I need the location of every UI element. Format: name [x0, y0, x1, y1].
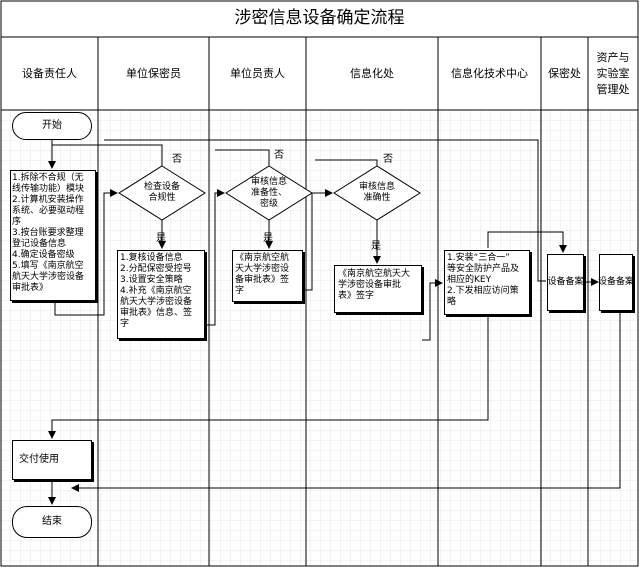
officer-step-line: 4.补充《南京航空	[120, 286, 192, 296]
arrow-owner-to-officer-check	[54, 189, 118, 316]
decision-text-line: 合规性	[148, 193, 176, 203]
it-dept-sign-box: 《南京航空航天大学涉密设备审批表》签字	[334, 265, 422, 313]
owner-step-line: 1.拆除不合规（无	[12, 173, 84, 183]
it-dept-sign-line: 学涉密设备审批	[338, 280, 402, 290]
grid-background	[1, 110, 638, 566]
lane-header-asset: 资产与 实验室 管理处	[596, 51, 630, 96]
decision-text-line: 准确性	[363, 193, 391, 203]
decision-text-line: 检查设备	[143, 182, 180, 192]
lane-header-secrecy: 保密处	[548, 67, 581, 80]
page-title: 涉密信息设备确定流程	[234, 8, 405, 28]
officer-step-line: 2.分配保密受控号	[120, 264, 192, 274]
owner-step-line: 线传输功能）模块	[12, 184, 85, 194]
owner-step-line: 3.按台账要求整理	[12, 228, 84, 238]
arrow-officer-no	[52, 144, 163, 166]
arrow-head-no	[215, 149, 270, 166]
unit-head-sign-line: 备审批表》签	[235, 275, 290, 285]
arrow-tech-to-deliver	[48, 315, 489, 439]
no-label-officer: 否	[172, 154, 182, 165]
arrow-tech-to-secrecy	[487, 231, 567, 253]
decision-text-line: 审核信息	[358, 182, 395, 192]
arrow-it-to-tech	[422, 279, 443, 341]
unit-head-sign-line: 天大学涉密设	[235, 264, 290, 274]
tech-center-step-line: 等安全防护产品及	[447, 264, 520, 274]
officer-step-line: 3.设置安全策略	[120, 275, 183, 285]
tech-center-step-line: 2.下发相应访问策	[447, 286, 519, 296]
yes-label-officer: 是	[156, 233, 166, 244]
yes-label-it: 是	[371, 241, 381, 252]
loop-line-top	[104, 139, 546, 282]
tech-center-step-line: 略	[447, 297, 457, 307]
arrow-head-to-it	[303, 189, 333, 291]
lane-header-it-dept: 信息化处	[350, 67, 394, 80]
end-terminal: 结束	[12, 506, 92, 538]
officer-step-line: 1.复核设备信息	[120, 253, 183, 263]
asset-record-line: 设备	[597, 277, 616, 287]
owner-step-line: 系统、必要驱动程	[12, 206, 85, 216]
owner-step-line: 登记设备信息	[12, 239, 67, 249]
lane-header-officer: 单位保密员	[126, 67, 181, 80]
arrow-it-no	[315, 159, 378, 166]
owner-step-line: 5.填写《南京航空	[12, 261, 84, 271]
owner-step-line: 2.计算机安装操作	[12, 195, 84, 205]
arrow-asset-return	[71, 310, 621, 492]
owner-step-line: 审批表》	[12, 283, 49, 293]
tech-center-step-line: 1.安装“三合一”	[447, 253, 510, 263]
unit-head-sign-line: 字	[235, 286, 245, 296]
officer-step-line: 字	[120, 319, 130, 329]
no-label-head: 否	[274, 150, 284, 161]
no-label-it: 否	[383, 154, 393, 165]
decision-text-line: 准备性、	[250, 188, 287, 198]
lane-header-tech-center: 信息化技术中心	[451, 67, 528, 80]
asset-record-line: 备案	[616, 277, 635, 287]
officer-step-line: 审批表》信息、签	[120, 308, 193, 318]
secrecy-record-line: 设备	[547, 277, 566, 287]
arrow-officer-to-head	[205, 189, 225, 326]
start-terminal: 开始	[12, 112, 92, 140]
officer-step-line: 航天大学涉密设备	[120, 297, 193, 307]
decision-text-line: 密级	[259, 199, 278, 209]
yes-label-head: 是	[263, 233, 273, 244]
lane-header-unit-head: 单位员责人	[230, 67, 285, 80]
owner-step-line: 序	[12, 217, 22, 227]
decision-text-line: 审核信息	[250, 177, 287, 187]
decision-it-check-text: 审核信息准确性	[337, 182, 417, 204]
unit-head-sign-box: 《南京航空航天大学涉密设备审批表》签字	[232, 250, 303, 302]
deliver-box: 交付使用	[12, 440, 92, 480]
tech-center-step-line: 相应的KEY	[447, 275, 492, 285]
owner-step-line: 4.确定设备密级	[12, 250, 75, 260]
owner-step-line: 航天大学涉密设备	[12, 272, 85, 282]
it-dept-sign-line: 《南京航空航天大	[338, 269, 411, 279]
secrecy-record-box: 设备备案	[547, 254, 584, 311]
it-dept-sign-line: 表》签字	[338, 291, 375, 301]
unit-head-sign-line: 《南京航空航	[235, 253, 290, 263]
decision-officer-check-text: 检查设备合规性	[122, 182, 202, 204]
asset-record-box: 设备备案	[597, 254, 635, 311]
decision-head-check-text: 审核信息准备性、密级	[229, 177, 309, 210]
secrecy-record-line: 备案	[565, 277, 584, 287]
lane-header-owner: 设备责任人	[22, 67, 77, 80]
